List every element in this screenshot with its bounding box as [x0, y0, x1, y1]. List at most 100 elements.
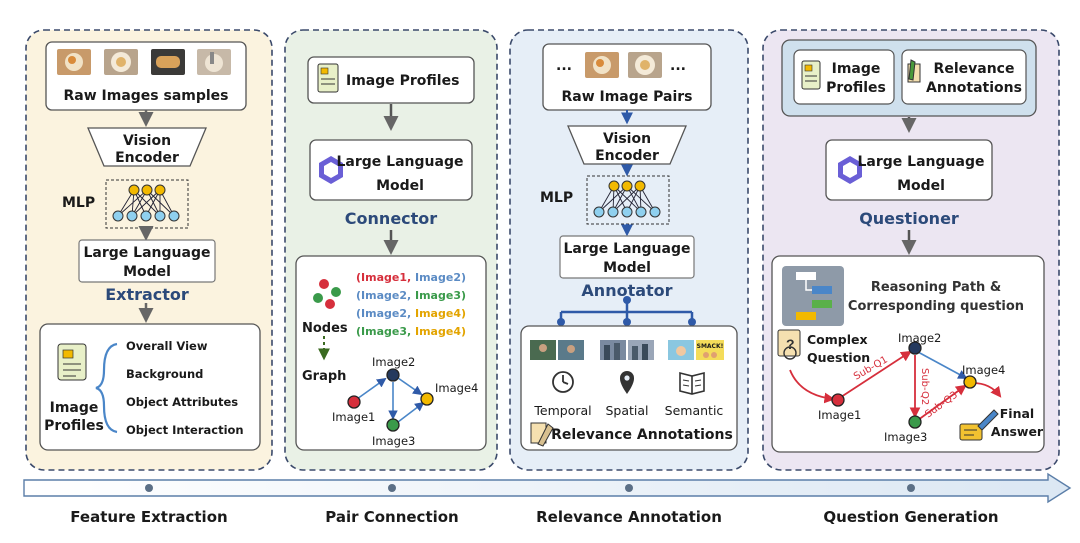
- book-icon: [679, 371, 705, 395]
- sub-question-label: Sub-Q2: [919, 368, 930, 405]
- reasoning-path-title-1: Reasoning Path &: [871, 280, 1001, 295]
- graph-node-label: Image3: [372, 434, 415, 448]
- pair-list: (Image1, Image2) (Image2, Image3) (Image…: [356, 271, 466, 338]
- profile-item: Overall View: [126, 339, 208, 353]
- document-icon: [317, 63, 339, 93]
- relevance-annotations-label: Relevance Annotations: [551, 427, 733, 443]
- llm-label-2: Model: [376, 178, 424, 194]
- graph-node-label: Image4: [435, 381, 478, 395]
- graph-node-image2: [386, 368, 400, 382]
- llm-logo-icon: [838, 156, 862, 184]
- profile-item: Background: [126, 367, 203, 381]
- panel-question-generation: Image Profiles Relevance Annotations Lar…: [762, 29, 1060, 471]
- pair-a: (Image2,: [356, 307, 411, 320]
- pair-b: Image3): [411, 289, 466, 302]
- q-input2-label-1: Relevance: [934, 61, 1015, 77]
- reason-node-label: Image3: [884, 430, 927, 444]
- food-thumbnails: [585, 52, 662, 78]
- smack-text: SMACK!: [697, 343, 724, 350]
- questioner-llm-box: [825, 139, 993, 201]
- reason-node-label: Image1: [818, 408, 861, 422]
- stage-label-question-generation: Question Generation: [823, 508, 998, 526]
- annotator-llm-box: [559, 235, 695, 279]
- llm-label-2: Model: [123, 264, 171, 280]
- panel-pair-connection: Image Profiles Large Language Model Conn…: [284, 29, 498, 471]
- stage-label-relevance-annotation: Relevance Annotation: [536, 508, 722, 526]
- llm-label-2: Model: [897, 178, 945, 194]
- graph-node-image4: [420, 392, 434, 406]
- mlp-network-icon: [105, 179, 189, 229]
- timeline-arrow: [23, 472, 1072, 504]
- connector-llm-box: [309, 139, 473, 201]
- reason-node-label: Image4: [962, 363, 1005, 377]
- reason-node-image2: [908, 341, 922, 355]
- graph-node-image1: [347, 395, 361, 409]
- encoder-label-2: Encoder: [115, 150, 179, 166]
- reason-node-image3: [908, 415, 922, 429]
- pair-b: Image4): [411, 307, 466, 320]
- encoder-label-1: Vision: [123, 133, 171, 149]
- pair-b: Image4): [411, 325, 466, 338]
- mlp-label: MLP: [62, 195, 95, 211]
- encoder-label-2: Encoder: [595, 148, 659, 164]
- encoder-label-1: Vision: [603, 131, 651, 147]
- llm-label-1: Large Language: [858, 154, 985, 170]
- ellipsis-right: ...: [670, 58, 686, 74]
- nodes-label: Nodes: [302, 321, 348, 336]
- llm-label-1: Large Language: [84, 245, 211, 261]
- timeline-marker: [145, 484, 153, 492]
- image-graph: Image1 Image2 Image3 Image4: [332, 355, 478, 448]
- clock-icon: [552, 371, 574, 393]
- pair-a: (Image2,: [356, 289, 411, 302]
- panel-feature-extraction: Raw Images samples Vision Encoder MLP La…: [25, 29, 273, 471]
- timeline-marker: [907, 484, 915, 492]
- extractor-llm-box: [78, 239, 216, 283]
- final-answer-icon: [959, 409, 999, 441]
- graph-node-label: Image1: [332, 410, 375, 424]
- final-answer-label-2: Answer: [991, 424, 1044, 439]
- llm-logo-icon: [319, 156, 343, 184]
- mlp-network-icon: [586, 175, 670, 225]
- timeline-marker: [388, 484, 396, 492]
- spatial-thumbnails: [600, 340, 654, 360]
- final-answer-label-1: Final: [1000, 406, 1034, 421]
- svg-text:(Image2, Image4): (Image2, Image4): [356, 307, 466, 320]
- raw-image-pairs-label: Raw Image Pairs: [561, 89, 692, 105]
- reasoning-path-title-2: Corresponding question: [848, 299, 1024, 314]
- stage-label-pair-connection: Pair Connection: [325, 508, 459, 526]
- q-input1-label-1: Image: [832, 61, 881, 77]
- graph-label: Graph: [302, 369, 346, 384]
- complex-question-label-2: Question: [807, 350, 870, 365]
- nodes-icon: [313, 279, 341, 309]
- connector-role-label: Connector: [345, 209, 437, 228]
- profile-item: Object Interaction: [126, 423, 244, 437]
- type-semantic-label: Semantic: [665, 403, 724, 418]
- vision-encoder: [87, 127, 207, 167]
- image-profiles-input-box: [307, 56, 475, 104]
- llm-label-2: Model: [603, 260, 651, 276]
- pair-a: (Image3,: [356, 325, 411, 338]
- complex-question-label-1: Complex: [807, 332, 868, 347]
- raw-images-label: Raw Images samples: [63, 88, 228, 104]
- profiles-brace: [95, 342, 118, 434]
- reason-node-label: Image2: [898, 331, 941, 345]
- profiles-label-1: Image: [50, 400, 99, 416]
- extractor-role-label: Extractor: [105, 285, 189, 304]
- q-input2-label-2: Annotations: [926, 80, 1022, 96]
- timeline: Feature Extraction Pair Connection Relev…: [23, 472, 1072, 526]
- type-spatial-label: Spatial: [605, 403, 648, 418]
- pair-b: Image2): [411, 271, 466, 284]
- image-profiles-box: [39, 323, 261, 451]
- graph-node-label: Image2: [372, 355, 415, 369]
- document-icon: [57, 343, 87, 381]
- q-input1-label-2: Profiles: [826, 80, 886, 96]
- stage-label-feature-extraction: Feature Extraction: [70, 508, 227, 526]
- pair-a: (Image1,: [356, 271, 411, 284]
- vision-encoder: [567, 125, 687, 165]
- graph-box: [295, 255, 487, 451]
- panel-relevance-annotation: ... ... Raw Image Pairs Vision Encoder M…: [509, 29, 749, 471]
- complex-question-icon: ?: [777, 329, 801, 360]
- reason-node-image1: [831, 393, 845, 407]
- semantic-thumbnails: SMACK!: [668, 340, 724, 360]
